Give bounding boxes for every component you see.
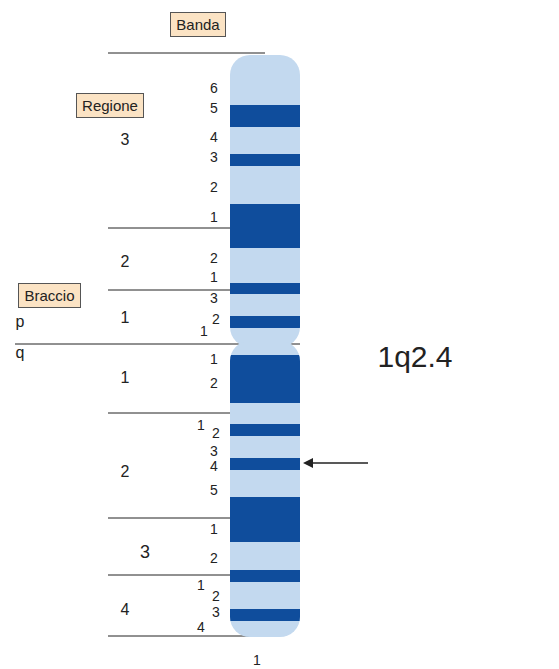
band-number: 1 <box>210 522 218 536</box>
region-number: 3 <box>140 543 150 561</box>
region-number: 1 <box>121 370 130 386</box>
locus-label: 1q2.4 <box>377 342 452 372</box>
band-number: 4 <box>210 459 218 473</box>
band-number: 2 <box>212 312 220 326</box>
region-number: q <box>16 345 25 361</box>
band-number: 3 <box>212 605 220 619</box>
region-number: 3 <box>121 132 130 148</box>
term-label: Banda <box>176 17 219 32</box>
band-number: 4 <box>197 620 205 634</box>
division-lines <box>15 53 300 636</box>
band-number: 1 <box>210 352 218 366</box>
band-number: 3 <box>210 150 218 164</box>
band-number: 3 <box>210 444 218 458</box>
region-number: 2 <box>121 464 130 480</box>
term-label: Braccio <box>24 288 74 303</box>
band-number: 5 <box>210 101 218 115</box>
region-number: p <box>16 314 25 330</box>
band-number: 6 <box>210 81 218 95</box>
band-number: 1 <box>253 653 261 667</box>
term-box: Regione <box>76 93 144 118</box>
band-number: 2 <box>210 376 218 390</box>
pointer-arrow <box>303 458 368 468</box>
region-number: 2 <box>121 254 130 270</box>
band-number: 1 <box>197 578 205 592</box>
band-number: 5 <box>210 483 218 497</box>
band-number: 2 <box>210 251 218 265</box>
band-number: 2 <box>212 426 220 440</box>
band-number: 1 <box>210 270 218 284</box>
term-box: Banda <box>170 12 226 37</box>
band-number: 2 <box>212 589 220 603</box>
band-number: 1 <box>210 210 218 224</box>
p-arm <box>230 55 300 347</box>
term-box: Braccio <box>18 283 81 308</box>
region-number: 1 <box>121 310 130 326</box>
region-number: 4 <box>121 602 130 618</box>
band-number: 4 <box>210 130 218 144</box>
band-number: 3 <box>210 291 218 305</box>
q-arm <box>230 341 300 637</box>
term-label: Regione <box>82 98 138 113</box>
band-number: 2 <box>210 551 218 565</box>
band-number: 1 <box>197 418 205 432</box>
band-number: 1 <box>200 324 208 338</box>
band-number: 2 <box>210 180 218 194</box>
